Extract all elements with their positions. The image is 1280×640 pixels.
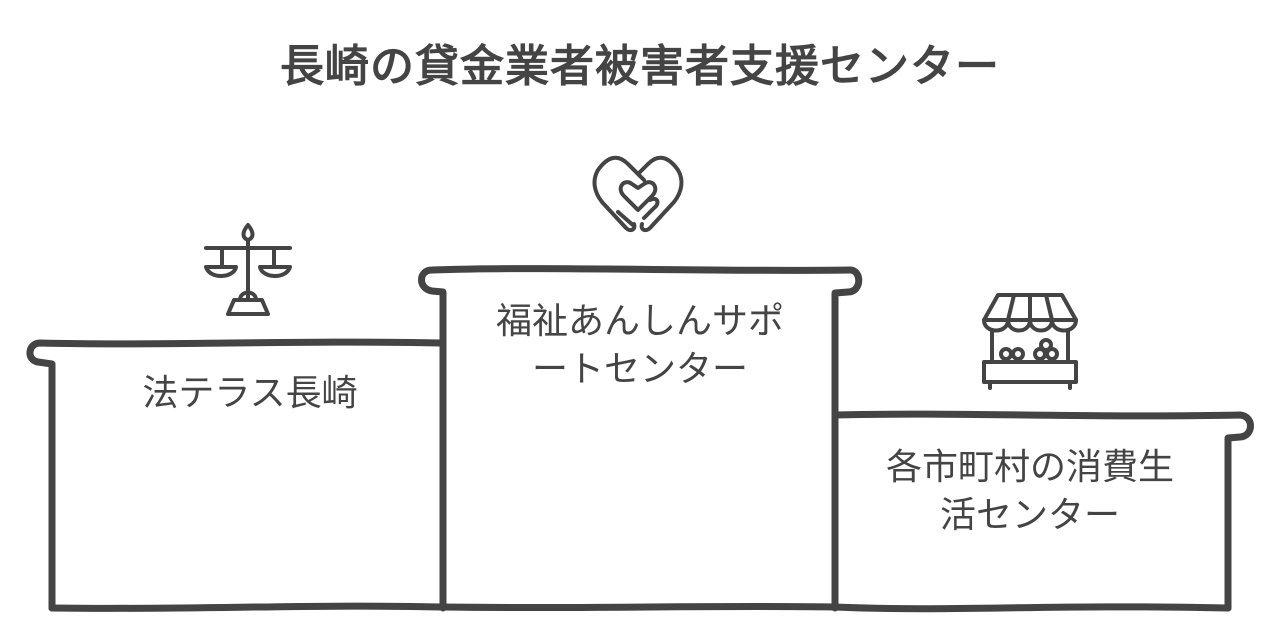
podium-center-label-line1: 福祉あんしんサポ xyxy=(495,301,784,342)
diagram-title: 長崎の貸金業者被害者支援センター xyxy=(280,41,1000,92)
podium-center-label-line2: ートセンター xyxy=(531,349,748,390)
podium-left-label: 法テラス長崎 xyxy=(60,370,440,418)
podium-right-outline xyxy=(831,410,1254,612)
market-stall-icon xyxy=(982,293,1078,390)
podium-right-label: 各市町村の消費生 活センター xyxy=(840,444,1220,540)
podium-center-label: 福祉あんしんサポ ートセンター xyxy=(450,298,830,394)
podium-right-label-line1: 各市町村の消費生 xyxy=(885,447,1174,488)
podium-left-label-text: 法テラス長崎 xyxy=(142,373,358,414)
scales-of-justice-icon xyxy=(204,223,292,316)
podium-left-outline xyxy=(26,338,444,612)
podium-center-outline xyxy=(418,265,863,612)
podium-baseline xyxy=(48,602,1232,613)
podium-right-label-line2: 活センター xyxy=(939,495,1120,536)
caring-hands-heart-icon xyxy=(592,155,684,233)
